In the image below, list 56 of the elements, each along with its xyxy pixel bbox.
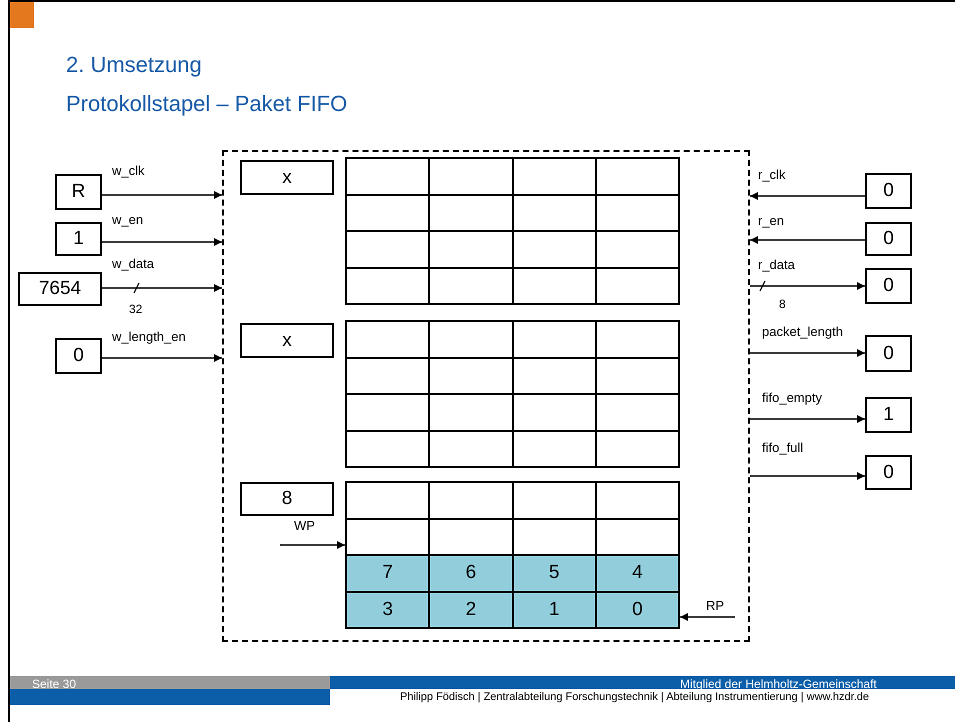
value-box: R bbox=[55, 174, 102, 210]
signal-label: fifo_full bbox=[762, 441, 804, 454]
value-box: 0 bbox=[865, 173, 912, 209]
value-box: 1 bbox=[55, 222, 102, 256]
arrow bbox=[102, 354, 222, 362]
memory-block bbox=[345, 481, 680, 629]
memory-cell: 3 bbox=[346, 592, 430, 628]
arrow bbox=[750, 415, 865, 423]
arrow bbox=[680, 613, 735, 621]
memory-cell: 4 bbox=[596, 555, 679, 592]
arrow bbox=[750, 236, 865, 244]
signal-label: RP bbox=[706, 599, 724, 612]
fifo-boundary bbox=[222, 150, 750, 642]
register-box: x bbox=[240, 160, 334, 195]
memory-cell: 2 bbox=[429, 592, 512, 628]
signal-label: w_data bbox=[112, 257, 154, 270]
footer-text: Philipp Födisch | Zentralabteilung Forschungstechnik | Abteilung Instrumentierung | www.hzdr.de bbox=[400, 692, 869, 703]
arrow bbox=[280, 541, 345, 549]
value-box: 0 bbox=[865, 335, 912, 372]
memory-cell: 1 bbox=[512, 592, 596, 628]
arrow bbox=[102, 284, 222, 292]
memory-cell: 6 bbox=[429, 555, 512, 592]
signal-label: packet_length bbox=[762, 325, 843, 338]
arrow bbox=[750, 349, 865, 357]
signal-label: fifo_empty bbox=[762, 391, 822, 404]
memory-cell: 0 bbox=[596, 592, 679, 628]
arrow bbox=[750, 282, 865, 290]
signal-label: w_clk bbox=[112, 164, 145, 177]
footer-text: Mitglied der Helmholtz-Gemeinschaft bbox=[680, 678, 877, 690]
signal-label: r_data bbox=[758, 258, 795, 271]
memory-block bbox=[345, 320, 680, 468]
register-box: x bbox=[240, 323, 334, 358]
signal-label: r_clk bbox=[758, 168, 786, 181]
value-box: 0 bbox=[865, 268, 912, 304]
bus-width-label: 8 bbox=[779, 298, 786, 310]
register-box: 8 bbox=[240, 482, 334, 516]
memory-cell: 5 bbox=[512, 555, 596, 592]
value-box: 7654 bbox=[18, 272, 102, 306]
value-box: 0 bbox=[55, 338, 102, 374]
memory-cell: 7 bbox=[346, 555, 430, 592]
signal-label: WP bbox=[294, 519, 315, 532]
signal-label: w_en bbox=[112, 213, 144, 226]
signal-label: r_en bbox=[758, 214, 784, 227]
subtitle: Protokollstapel – Paket FIFO bbox=[66, 93, 348, 115]
arrow bbox=[750, 192, 865, 200]
memory-block bbox=[345, 157, 680, 305]
arrow bbox=[102, 191, 222, 199]
value-box: 1 bbox=[865, 397, 912, 433]
arrow bbox=[750, 472, 865, 480]
bus-width-label: 32 bbox=[129, 303, 142, 315]
page-number: Seite 30 bbox=[32, 678, 76, 690]
signal-label: w_length_en bbox=[112, 330, 186, 343]
value-box: 0 bbox=[865, 455, 912, 490]
value-box: 0 bbox=[865, 222, 912, 256]
slide-title: 2. Umsetzung bbox=[66, 52, 202, 78]
arrow bbox=[102, 238, 222, 246]
